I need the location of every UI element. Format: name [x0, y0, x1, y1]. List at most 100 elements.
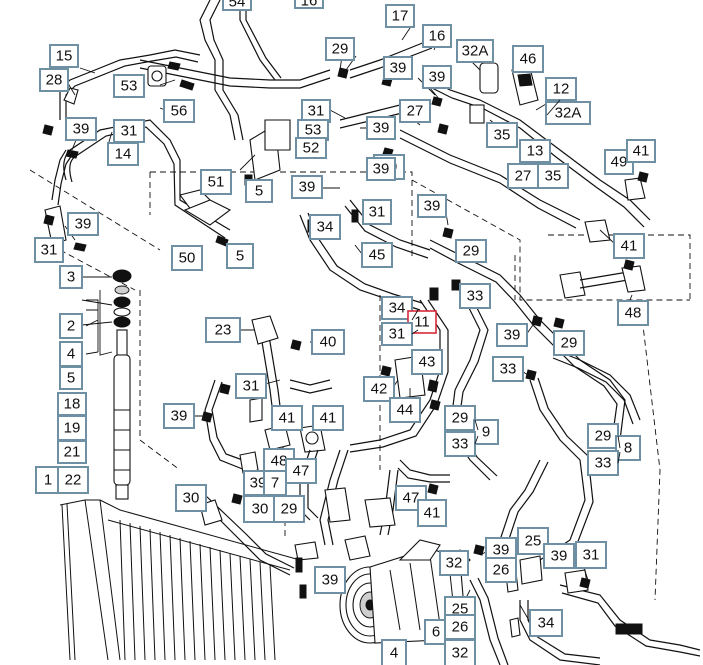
callout-33[interactable]: 33 — [587, 450, 619, 476]
callout-21[interactable]: 21 — [57, 440, 87, 464]
callout-39[interactable]: 39 — [417, 194, 447, 218]
callout-52[interactable]: 52 — [295, 137, 327, 159]
svg-text:48: 48 — [271, 453, 288, 470]
callout-8[interactable]: 8 — [615, 435, 641, 461]
callout-29[interactable]: 29 — [273, 495, 305, 523]
callout-23[interactable]: 23 — [205, 317, 241, 343]
callout-1[interactable]: 1 — [35, 466, 61, 494]
svg-text:44: 44 — [397, 402, 414, 419]
callout-26[interactable]: 26 — [444, 614, 476, 640]
svg-text:40: 40 — [320, 334, 337, 351]
callout-34[interactable]: 34 — [381, 296, 413, 320]
callout-47[interactable]: 47 — [285, 458, 317, 484]
callout-41[interactable]: 41 — [271, 405, 303, 431]
callout-9[interactable]: 9 — [473, 419, 499, 445]
callout-31[interactable]: 31 — [362, 199, 392, 225]
callout-39[interactable]: 39 — [422, 65, 452, 89]
callout-32A[interactable]: 32A — [456, 39, 494, 63]
callout-5[interactable]: 5 — [245, 179, 273, 203]
receiver-drier — [80, 269, 132, 500]
callout-39[interactable]: 39 — [291, 175, 323, 199]
callout-51[interactable]: 51 — [200, 169, 232, 195]
callout-44[interactable]: 44 — [389, 397, 421, 423]
callout-53[interactable]: 53 — [297, 119, 329, 141]
callout-4[interactable]: 4 — [59, 341, 83, 367]
callout-2[interactable]: 2 — [59, 313, 83, 339]
callout-29[interactable]: 29 — [455, 239, 487, 263]
callout-6[interactable]: 6 — [424, 619, 448, 645]
callout-27[interactable]: 27 — [399, 99, 431, 123]
callout-11[interactable]: 11 — [407, 310, 437, 334]
svg-text:34: 34 — [317, 219, 334, 236]
callout-18[interactable]: 18 — [57, 392, 87, 416]
callout-27[interactable]: 27 — [507, 163, 539, 189]
callout-29[interactable]: 29 — [325, 37, 355, 61]
svg-text:12: 12 — [553, 81, 570, 98]
callout-4[interactable]: 4 — [381, 639, 407, 665]
callout-7[interactable]: 7 — [263, 470, 287, 496]
callout-31[interactable]: 31 — [113, 119, 145, 143]
svg-text:33: 33 — [595, 455, 612, 472]
callout-31[interactable]: 31 — [301, 99, 331, 123]
callout-39[interactable]: 39 — [543, 543, 575, 569]
callout-16[interactable]: 16 — [294, 0, 324, 10]
callout-39[interactable]: 39 — [314, 566, 346, 594]
callout-29[interactable]: 29 — [553, 330, 585, 356]
callout-39[interactable]: 39 — [67, 212, 99, 236]
callout-33[interactable]: 33 — [459, 283, 491, 309]
callout-26[interactable]: 26 — [485, 557, 517, 583]
svg-text:3: 3 — [67, 269, 75, 286]
callout-48[interactable]: 48 — [617, 300, 649, 326]
callout-17[interactable]: 17 — [385, 4, 415, 28]
callout-39[interactable]: 39 — [65, 117, 97, 141]
callout-29[interactable]: 29 — [444, 405, 476, 431]
callout-43[interactable]: 43 — [411, 349, 443, 375]
callout-33[interactable]: 33 — [492, 356, 524, 382]
callout-3[interactable]: 3 — [59, 265, 83, 289]
callout-34[interactable]: 34 — [529, 609, 563, 637]
callout-5[interactable]: 5 — [59, 366, 83, 390]
callout-35[interactable]: 35 — [537, 163, 569, 189]
callout-34[interactable]: 34 — [309, 214, 341, 240]
callout-31[interactable]: 31 — [575, 541, 607, 569]
callout-32[interactable]: 32 — [439, 550, 469, 576]
callout-30[interactable]: 30 — [243, 495, 277, 523]
callout-46[interactable]: 46 — [512, 45, 544, 73]
callout-19[interactable]: 19 — [57, 415, 87, 441]
callout-32[interactable]: 32 — [444, 639, 476, 665]
svg-text:33: 33 — [500, 361, 517, 378]
callout-39[interactable]: 39 — [366, 116, 396, 140]
callout-31[interactable]: 31 — [381, 322, 413, 346]
callout-41[interactable]: 41 — [417, 499, 447, 527]
callout-33[interactable]: 33 — [444, 431, 476, 457]
callout-32A[interactable]: 32A — [545, 101, 591, 125]
callout-22[interactable]: 22 — [57, 466, 89, 494]
callout-39[interactable]: 39 — [163, 403, 195, 429]
callout-40[interactable]: 40 — [311, 329, 345, 355]
callout-54[interactable]: 54 — [222, 0, 252, 11]
callout-30[interactable]: 30 — [175, 484, 207, 512]
callout-41[interactable]: 41 — [626, 139, 656, 163]
callout-56[interactable]: 56 — [163, 99, 195, 123]
svg-text:5: 5 — [255, 183, 263, 200]
callout-28[interactable]: 28 — [39, 68, 69, 92]
callout-41[interactable]: 41 — [312, 405, 344, 431]
callout-29[interactable]: 29 — [587, 423, 619, 449]
callout-39[interactable]: 39 — [366, 157, 396, 181]
callout-41[interactable]: 41 — [613, 233, 645, 259]
callout-16[interactable]: 16 — [422, 24, 452, 48]
callout-12[interactable]: 12 — [545, 77, 577, 101]
callout-14[interactable]: 14 — [107, 142, 139, 166]
callout-5[interactable]: 5 — [226, 243, 254, 269]
callout-15[interactable]: 15 — [49, 44, 79, 68]
callout-50[interactable]: 50 — [171, 245, 203, 271]
callout-45[interactable]: 45 — [361, 242, 393, 268]
callout-31[interactable]: 31 — [34, 237, 64, 263]
svg-text:31: 31 — [583, 547, 600, 564]
callout-35[interactable]: 35 — [486, 122, 518, 148]
callout-13[interactable]: 13 — [519, 139, 551, 163]
callout-53[interactable]: 53 — [113, 74, 145, 98]
callout-31[interactable]: 31 — [235, 373, 267, 399]
callout-39[interactable]: 39 — [496, 323, 528, 347]
callout-39[interactable]: 39 — [383, 56, 413, 80]
